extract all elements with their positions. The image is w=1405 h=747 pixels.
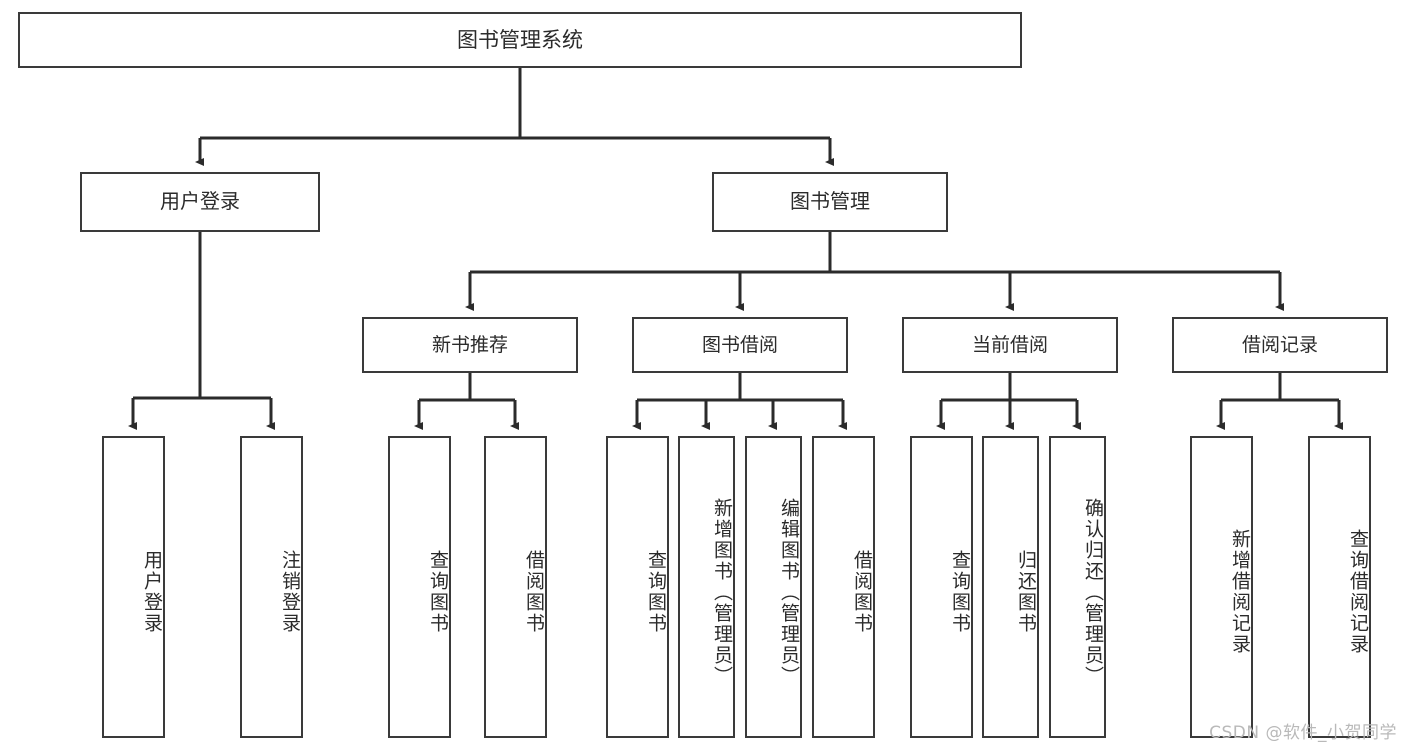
node-leaf-return-book[interactable]: 归还图书 xyxy=(982,436,1039,738)
node-user-login[interactable]: 用户登录 xyxy=(80,172,320,232)
node-leaf-user-logout[interactable]: 注销登录 xyxy=(240,436,303,738)
node-label: 新增借阅记录 xyxy=(1229,529,1251,655)
node-label: 借阅记录 xyxy=(1241,333,1318,356)
node-label: 查询图书 xyxy=(427,550,449,634)
node-label: 注销登录 xyxy=(279,550,301,634)
node-label: 查询借阅记录 xyxy=(1347,529,1369,655)
node-leaf-borrow-book-2[interactable]: 借阅图书 xyxy=(812,436,875,738)
node-root[interactable]: 图书管理系统 xyxy=(18,12,1022,68)
node-label: 新书推荐 xyxy=(431,333,508,356)
node-leaf-add-record[interactable]: 新增借阅记录 xyxy=(1190,436,1253,738)
watermark-text: CSDN @软件_小贺同学 xyxy=(1209,723,1397,743)
node-leaf-query-book-1[interactable]: 查询图书 xyxy=(388,436,451,738)
node-label: 图书借阅 xyxy=(701,333,778,356)
node-leaf-user-login[interactable]: 用户登录 xyxy=(102,436,165,738)
node-label: 借阅图书 xyxy=(523,550,545,634)
node-borrow-record[interactable]: 借阅记录 xyxy=(1172,317,1388,373)
node-label: 用户登录 xyxy=(141,550,163,634)
node-label: 确认归还（管理员） xyxy=(1082,497,1104,687)
node-label: 借阅图书 xyxy=(851,550,873,634)
node-label: 图书管理系统 xyxy=(457,27,583,52)
node-book-admin[interactable]: 图书管理 xyxy=(712,172,948,232)
node-label: 图书管理 xyxy=(790,189,870,214)
node-leaf-add-book[interactable]: 新增图书（管理员） xyxy=(678,436,735,738)
node-leaf-query-book-2[interactable]: 查询图书 xyxy=(606,436,669,738)
node-current-borrow[interactable]: 当前借阅 xyxy=(902,317,1118,373)
node-leaf-query-record[interactable]: 查询借阅记录 xyxy=(1308,436,1371,738)
node-new-book-rec[interactable]: 新书推荐 xyxy=(362,317,578,373)
node-book-borrow[interactable]: 图书借阅 xyxy=(632,317,848,373)
node-label: 当前借阅 xyxy=(971,333,1048,356)
node-label: 用户登录 xyxy=(160,189,240,214)
node-label: 归还图书 xyxy=(1015,550,1037,634)
node-leaf-confirm-return[interactable]: 确认归还（管理员） xyxy=(1049,436,1106,738)
node-label: 查询图书 xyxy=(949,550,971,634)
node-leaf-query-book-3[interactable]: 查询图书 xyxy=(910,436,973,738)
node-label: 编辑图书（管理员） xyxy=(778,497,800,687)
node-leaf-borrow-book-1[interactable]: 借阅图书 xyxy=(484,436,547,738)
node-label: 查询图书 xyxy=(645,550,667,634)
node-label: 新增图书（管理员） xyxy=(711,497,733,687)
node-leaf-edit-book[interactable]: 编辑图书（管理员） xyxy=(745,436,802,738)
